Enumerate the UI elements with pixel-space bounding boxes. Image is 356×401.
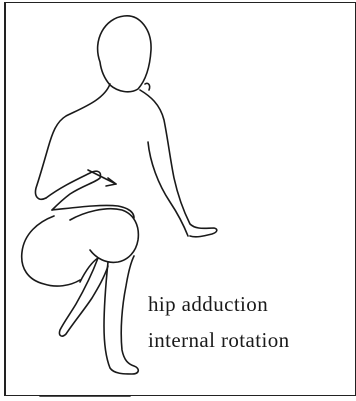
ear-outline xyxy=(145,83,150,90)
caption-hip-adduction: hip adduction xyxy=(148,292,268,317)
standing-leg-outline xyxy=(104,256,138,374)
right-arm-inner-outline xyxy=(148,142,188,236)
caption-internal-rotation: internal rotation xyxy=(148,328,290,353)
crossed-thigh-outline xyxy=(70,209,138,263)
left-forearm-outline xyxy=(46,171,101,210)
head-outline xyxy=(98,16,151,92)
back-hip-outline xyxy=(22,216,80,286)
crossed-shin-outline xyxy=(59,258,108,336)
